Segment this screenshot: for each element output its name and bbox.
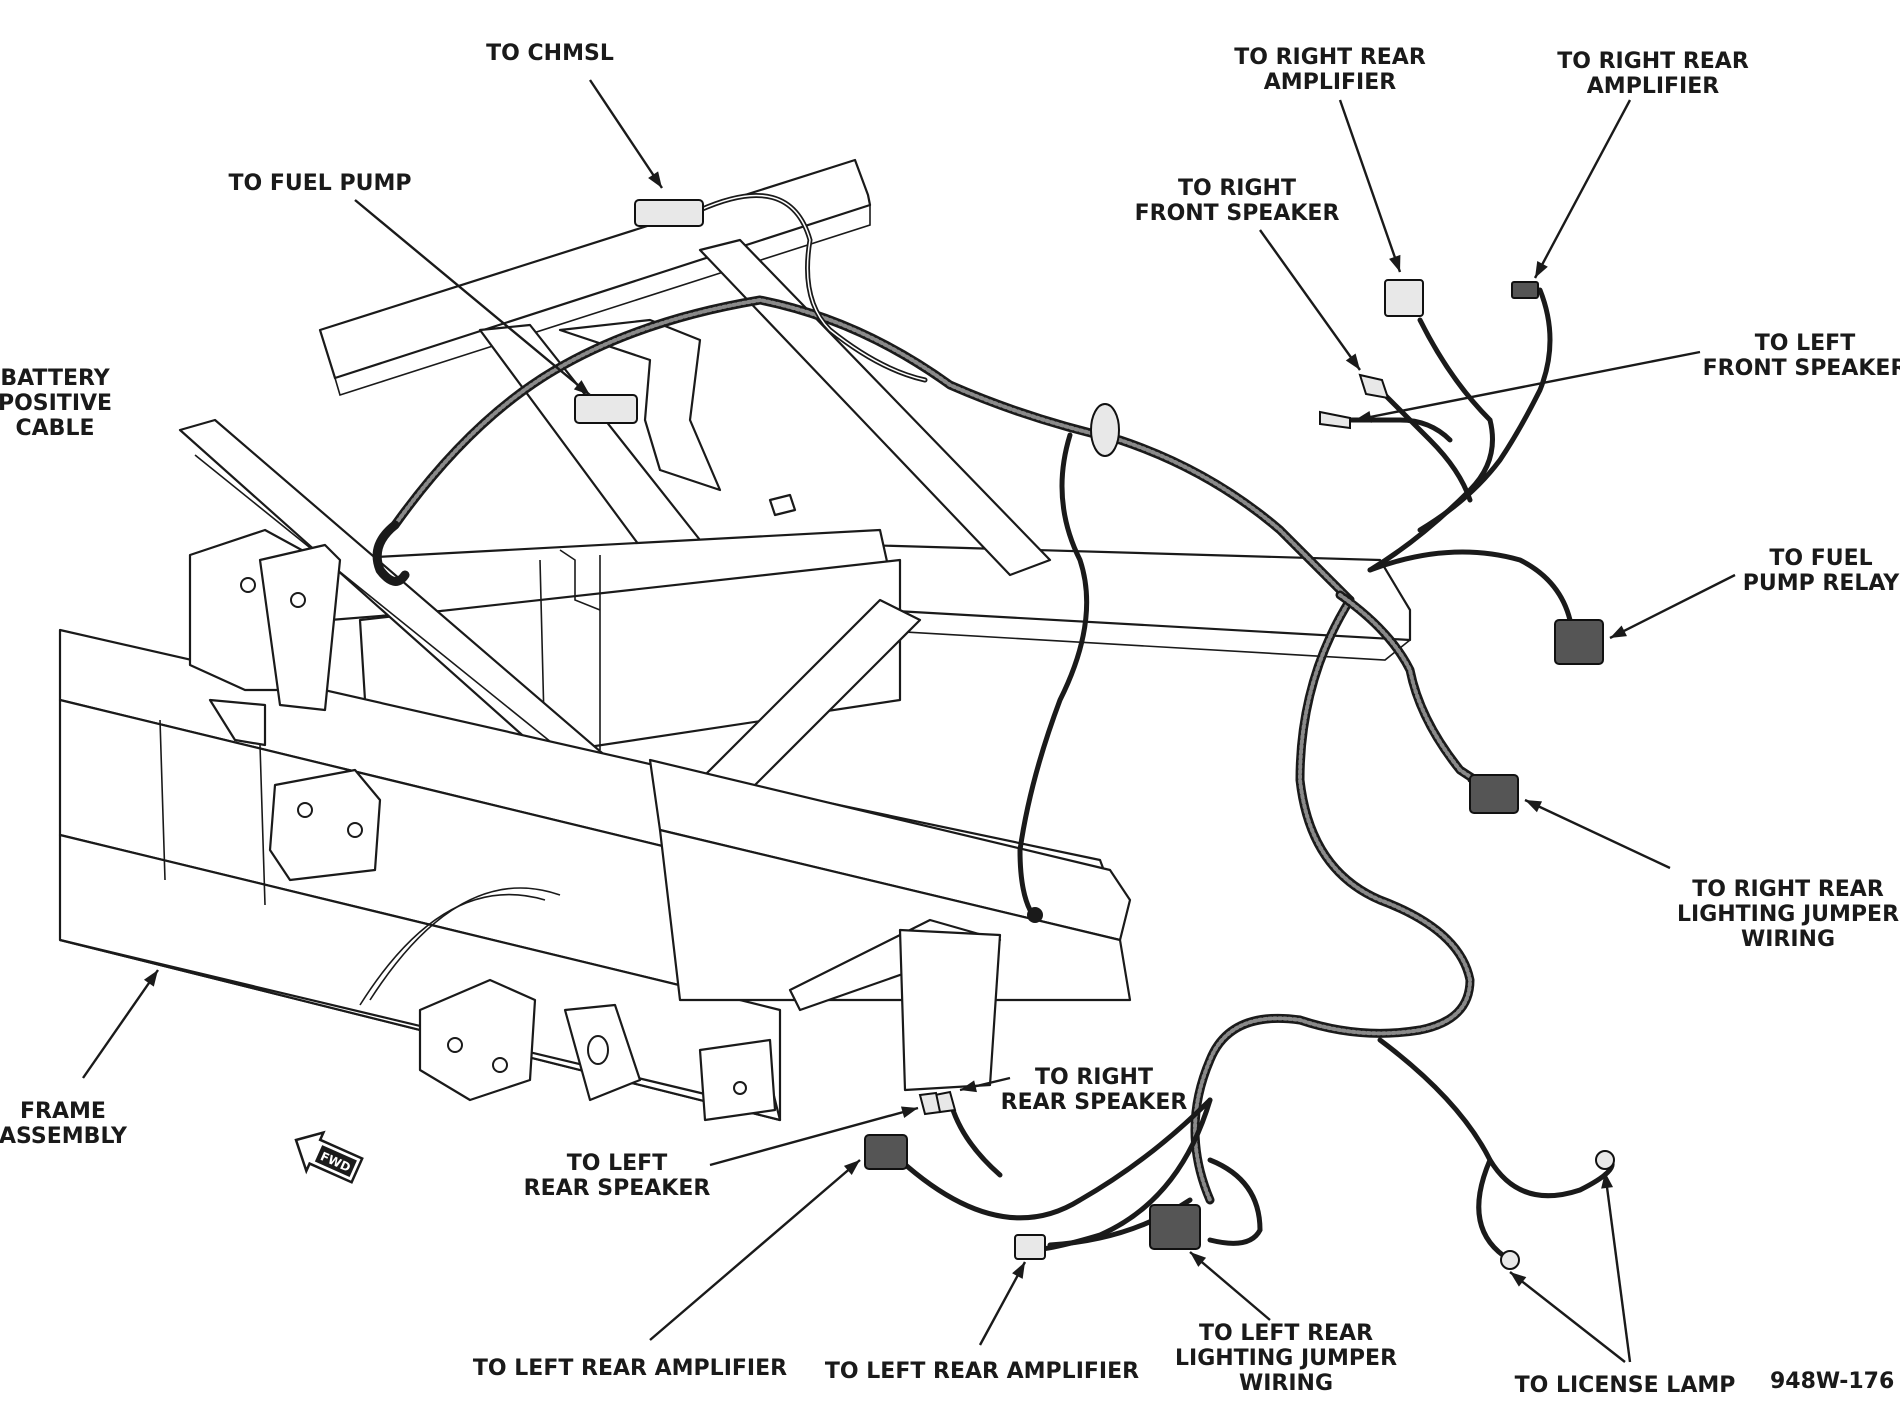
rail-end-cap [698,1038,777,1122]
leader-to-left-front-speaker [1354,350,1701,422]
branch-right-rear-amp-1 [1367,317,1495,573]
label-to-left-rear-amplifier-2: TO LEFT REAR AMPLIFIER [825,1359,1139,1384]
license-lamp-connector-1 [1595,1150,1615,1170]
leader-lines [82,79,1736,1363]
branch-fuel-pump-relay [1367,549,1573,623]
leader-to-license-lamp-2 [1603,1171,1632,1363]
leader-to-right-front-speaker [1259,229,1361,371]
arrowhead-to-left-rear-amp-2 [1012,1262,1025,1279]
label-to-fuel-pump: TO FUEL PUMP [229,171,412,196]
arrowhead-to-left-rear-amp-1 [843,1160,860,1175]
left-rear-amp-connector-2 [1014,1234,1046,1260]
branch-left-front-speaker [1347,417,1453,443]
label-to-left-rear-amplifier-1: TO LEFT REAR AMPLIFIER [473,1356,787,1381]
connectors [574,199,1615,1270]
arrowhead-to-left-rear-lighting [1190,1252,1207,1267]
arrowhead-to-chmsl [648,171,662,188]
license-lamp-connector-2 [1500,1250,1520,1270]
center-bracket [558,318,722,492]
chmsl-connector [634,199,704,227]
upper-crossmember [318,158,872,380]
left-rear-speaker-connector [918,1091,942,1116]
arrowhead-to-fuel-pump-relay [1610,625,1627,638]
right-front-speaker-connector [1358,373,1390,400]
leader-to-right-rear-amp-2 [1533,99,1632,279]
left-rear-lighting-connector [1149,1204,1201,1250]
rear-cross-channel [648,758,1132,942]
arrowhead-to-license-lamp-1 [1510,1272,1527,1287]
lower-bracket [418,978,537,1102]
arrowhead-to-right-rear-amp-2 [1535,261,1548,278]
leader-to-left-rear-amp-1 [649,1159,861,1341]
branch-left-rear [867,1097,1213,1221]
fuel-pump-relay-connector [1554,619,1604,665]
leader-to-right-rear-lighting [1524,798,1671,870]
leader-to-fuel-pump-relay [1609,573,1736,640]
fuel-pump-connector [574,394,638,424]
arrowhead-to-left-front-speaker [1355,411,1372,423]
diagonal-brace-right [698,238,1052,577]
shackle-mount [268,768,382,882]
arrowhead-to-fuel-pump [573,380,590,395]
frame-assembly-drawing [58,158,1412,1122]
arrowhead-to-right-rear-amp-1 [1389,254,1401,272]
label-to-license-lamp: TO LICENSE LAMP [1515,1373,1736,1398]
rear-cross-web [658,828,1132,1002]
leader-to-license-lamp-1 [1509,1271,1626,1363]
harness-grommet [1090,403,1120,457]
leader-to-fuel-pump [354,199,591,396]
branch-left-lighting-jumper [1207,1157,1263,1246]
leader-to-left-rear-speaker [709,1106,919,1167]
wiring-harness [372,193,1615,1263]
ground-wire [1017,432,1090,913]
leader-to-left-rear-lighting [1189,1251,1271,1321]
leader-frame-assembly [82,969,159,1079]
right-rear-amp-connector-1 [1384,279,1424,317]
left-front-speaker-connector [1319,410,1351,430]
right-rear-amp-connector-2 [1511,281,1539,299]
leader-to-right-rear-amp-1 [1338,99,1402,273]
branch-right-rear-amp-2 [1417,287,1553,533]
figure-id: 948W-176 [1770,1369,1894,1394]
arrowhead-to-license-lamp-2 [1601,1172,1614,1189]
arrowhead-to-right-rear-speaker [960,1080,977,1093]
leader-to-chmsl [589,79,663,189]
right-rear-lighting-connector [1469,774,1519,814]
left-rear-amp-connector-1 [864,1134,908,1170]
arrowhead-to-right-rear-lighting [1525,800,1543,813]
fwd-arrow-badge: FWD [294,1130,364,1184]
arrowhead-to-left-rear-speaker [900,1106,918,1119]
branch-license-lamp [1377,1037,1615,1199]
label-to-chmsl: TO CHMSL [486,41,614,66]
splash-shield [898,928,1002,1092]
harness-lower-branch [1190,595,1475,1205]
arrowhead-to-right-front-speaker [1345,353,1360,370]
arrowhead-frame-assembly [143,970,158,987]
